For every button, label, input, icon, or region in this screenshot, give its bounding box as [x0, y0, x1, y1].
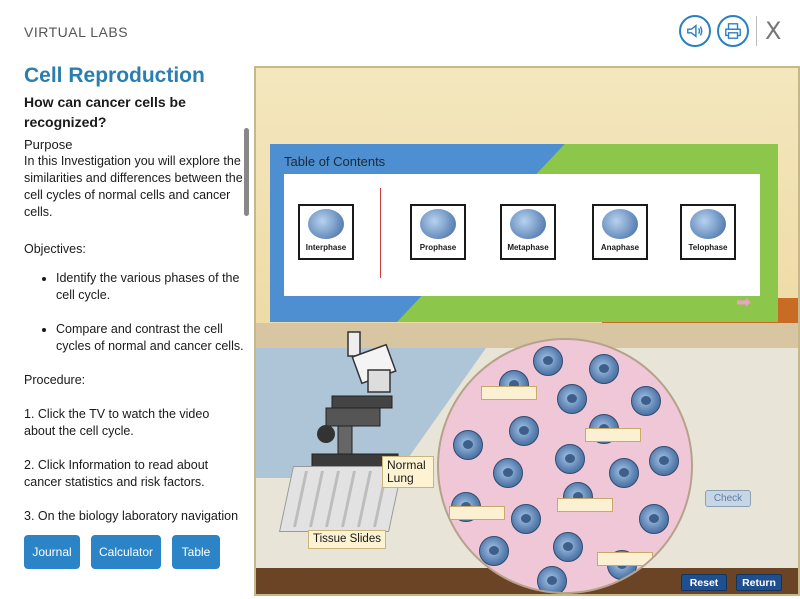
- cell[interactable]: [453, 430, 483, 460]
- cell[interactable]: [639, 504, 669, 534]
- bottom-toolbar: Journal Calculator Table: [24, 535, 220, 569]
- app-title: VIRTUAL LABS: [24, 24, 129, 40]
- journal-button[interactable]: Journal: [24, 535, 80, 569]
- phase-metaphase[interactable]: Metaphase: [500, 204, 556, 260]
- cell-label-slot[interactable]: [585, 428, 641, 442]
- slide: [309, 471, 324, 527]
- cell[interactable]: [589, 354, 619, 384]
- cell[interactable]: [533, 346, 563, 376]
- slide: [341, 471, 356, 527]
- cell-label-slot[interactable]: [557, 498, 613, 512]
- tissue-slides-label: Tissue Slides: [308, 530, 386, 549]
- procedure-step: 1. Click the TV to watch the video about…: [24, 407, 210, 438]
- objective-item: Compare and contrast the cell cycles of …: [56, 321, 244, 355]
- procedure-step: 3. On the biology laboratory navigation: [24, 509, 239, 523]
- table-of-contents: Table of Contents Interphase Prophase Me…: [270, 144, 778, 322]
- cell[interactable]: [555, 444, 585, 474]
- lab-scene: Table of Contents Interphase Prophase Me…: [254, 66, 800, 596]
- cell[interactable]: [631, 386, 661, 416]
- normal-lung-label: Normal Lung: [382, 456, 434, 488]
- phase-label: Telophase: [688, 243, 728, 252]
- cell[interactable]: [511, 504, 541, 534]
- lesson-title: Cell Reproduction: [24, 64, 205, 87]
- cell[interactable]: [479, 536, 509, 566]
- close-button[interactable]: X: [765, 17, 782, 45]
- lesson-question: How can cancer cells be recognized?: [24, 94, 186, 130]
- cell-label-slot[interactable]: [481, 386, 537, 400]
- cell-icon: [308, 209, 344, 239]
- reset-button[interactable]: Reset: [681, 574, 727, 591]
- purpose-text: In this Investigation you will explore t…: [24, 154, 243, 219]
- print-icon: [725, 23, 741, 39]
- slide: [357, 471, 372, 527]
- cell-label-slot[interactable]: [449, 506, 505, 520]
- return-button[interactable]: Return: [736, 574, 782, 591]
- phase-label: Interphase: [305, 243, 347, 252]
- toc-divider: [380, 188, 381, 278]
- purpose-heading: Purpose: [24, 137, 73, 152]
- cell[interactable]: [537, 566, 567, 592]
- toc-phase-strip: Interphase Prophase Metaphase Anaphase T…: [284, 174, 760, 296]
- cell[interactable]: [557, 384, 587, 414]
- objectives-list: Identify the various phases of the cell …: [24, 270, 244, 355]
- cell-icon: [690, 209, 726, 239]
- phase-label: Metaphase: [507, 243, 549, 252]
- slide: [325, 471, 340, 527]
- next-arrow-icon[interactable]: ➡: [736, 292, 752, 313]
- cell-label-slot[interactable]: [597, 552, 653, 566]
- print-button[interactable]: [717, 15, 749, 47]
- slide: [293, 471, 308, 527]
- objective-item: Identify the various phases of the cell …: [56, 270, 244, 304]
- phase-prophase[interactable]: Prophase: [410, 204, 466, 260]
- cell[interactable]: [609, 458, 639, 488]
- phase-anaphase[interactable]: Anaphase: [592, 204, 648, 260]
- cell[interactable]: [509, 416, 539, 446]
- phase-label: Anaphase: [600, 243, 640, 252]
- procedure-heading: Procedure:: [24, 373, 86, 387]
- check-button[interactable]: Check: [705, 490, 751, 507]
- objectives-heading: Objectives:: [24, 242, 86, 256]
- calculator-button[interactable]: Calculator: [91, 535, 161, 569]
- cell[interactable]: [553, 532, 583, 562]
- magnified-tissue-view: [437, 338, 693, 594]
- procedure-step: 2. Click Information to read about cance…: [24, 458, 209, 489]
- table-button[interactable]: Table: [172, 535, 220, 569]
- audio-button[interactable]: [679, 15, 711, 47]
- lesson-panel[interactable]: Cell Reproduction How can cancer cells b…: [0, 60, 252, 530]
- header-divider: [756, 16, 757, 46]
- cell-icon: [420, 209, 456, 239]
- phase-telophase[interactable]: Telophase: [680, 204, 736, 260]
- cell[interactable]: [493, 458, 523, 488]
- toc-title: Table of Contents: [284, 154, 386, 169]
- microscope[interactable]: [296, 330, 406, 470]
- cell-icon: [602, 209, 638, 239]
- phase-interphase[interactable]: Interphase: [298, 204, 354, 260]
- lesson-scrollbar[interactable]: [244, 128, 249, 216]
- phase-label: Prophase: [419, 243, 457, 252]
- audio-icon: [687, 24, 703, 38]
- cell-icon: [510, 209, 546, 239]
- cell[interactable]: [649, 446, 679, 476]
